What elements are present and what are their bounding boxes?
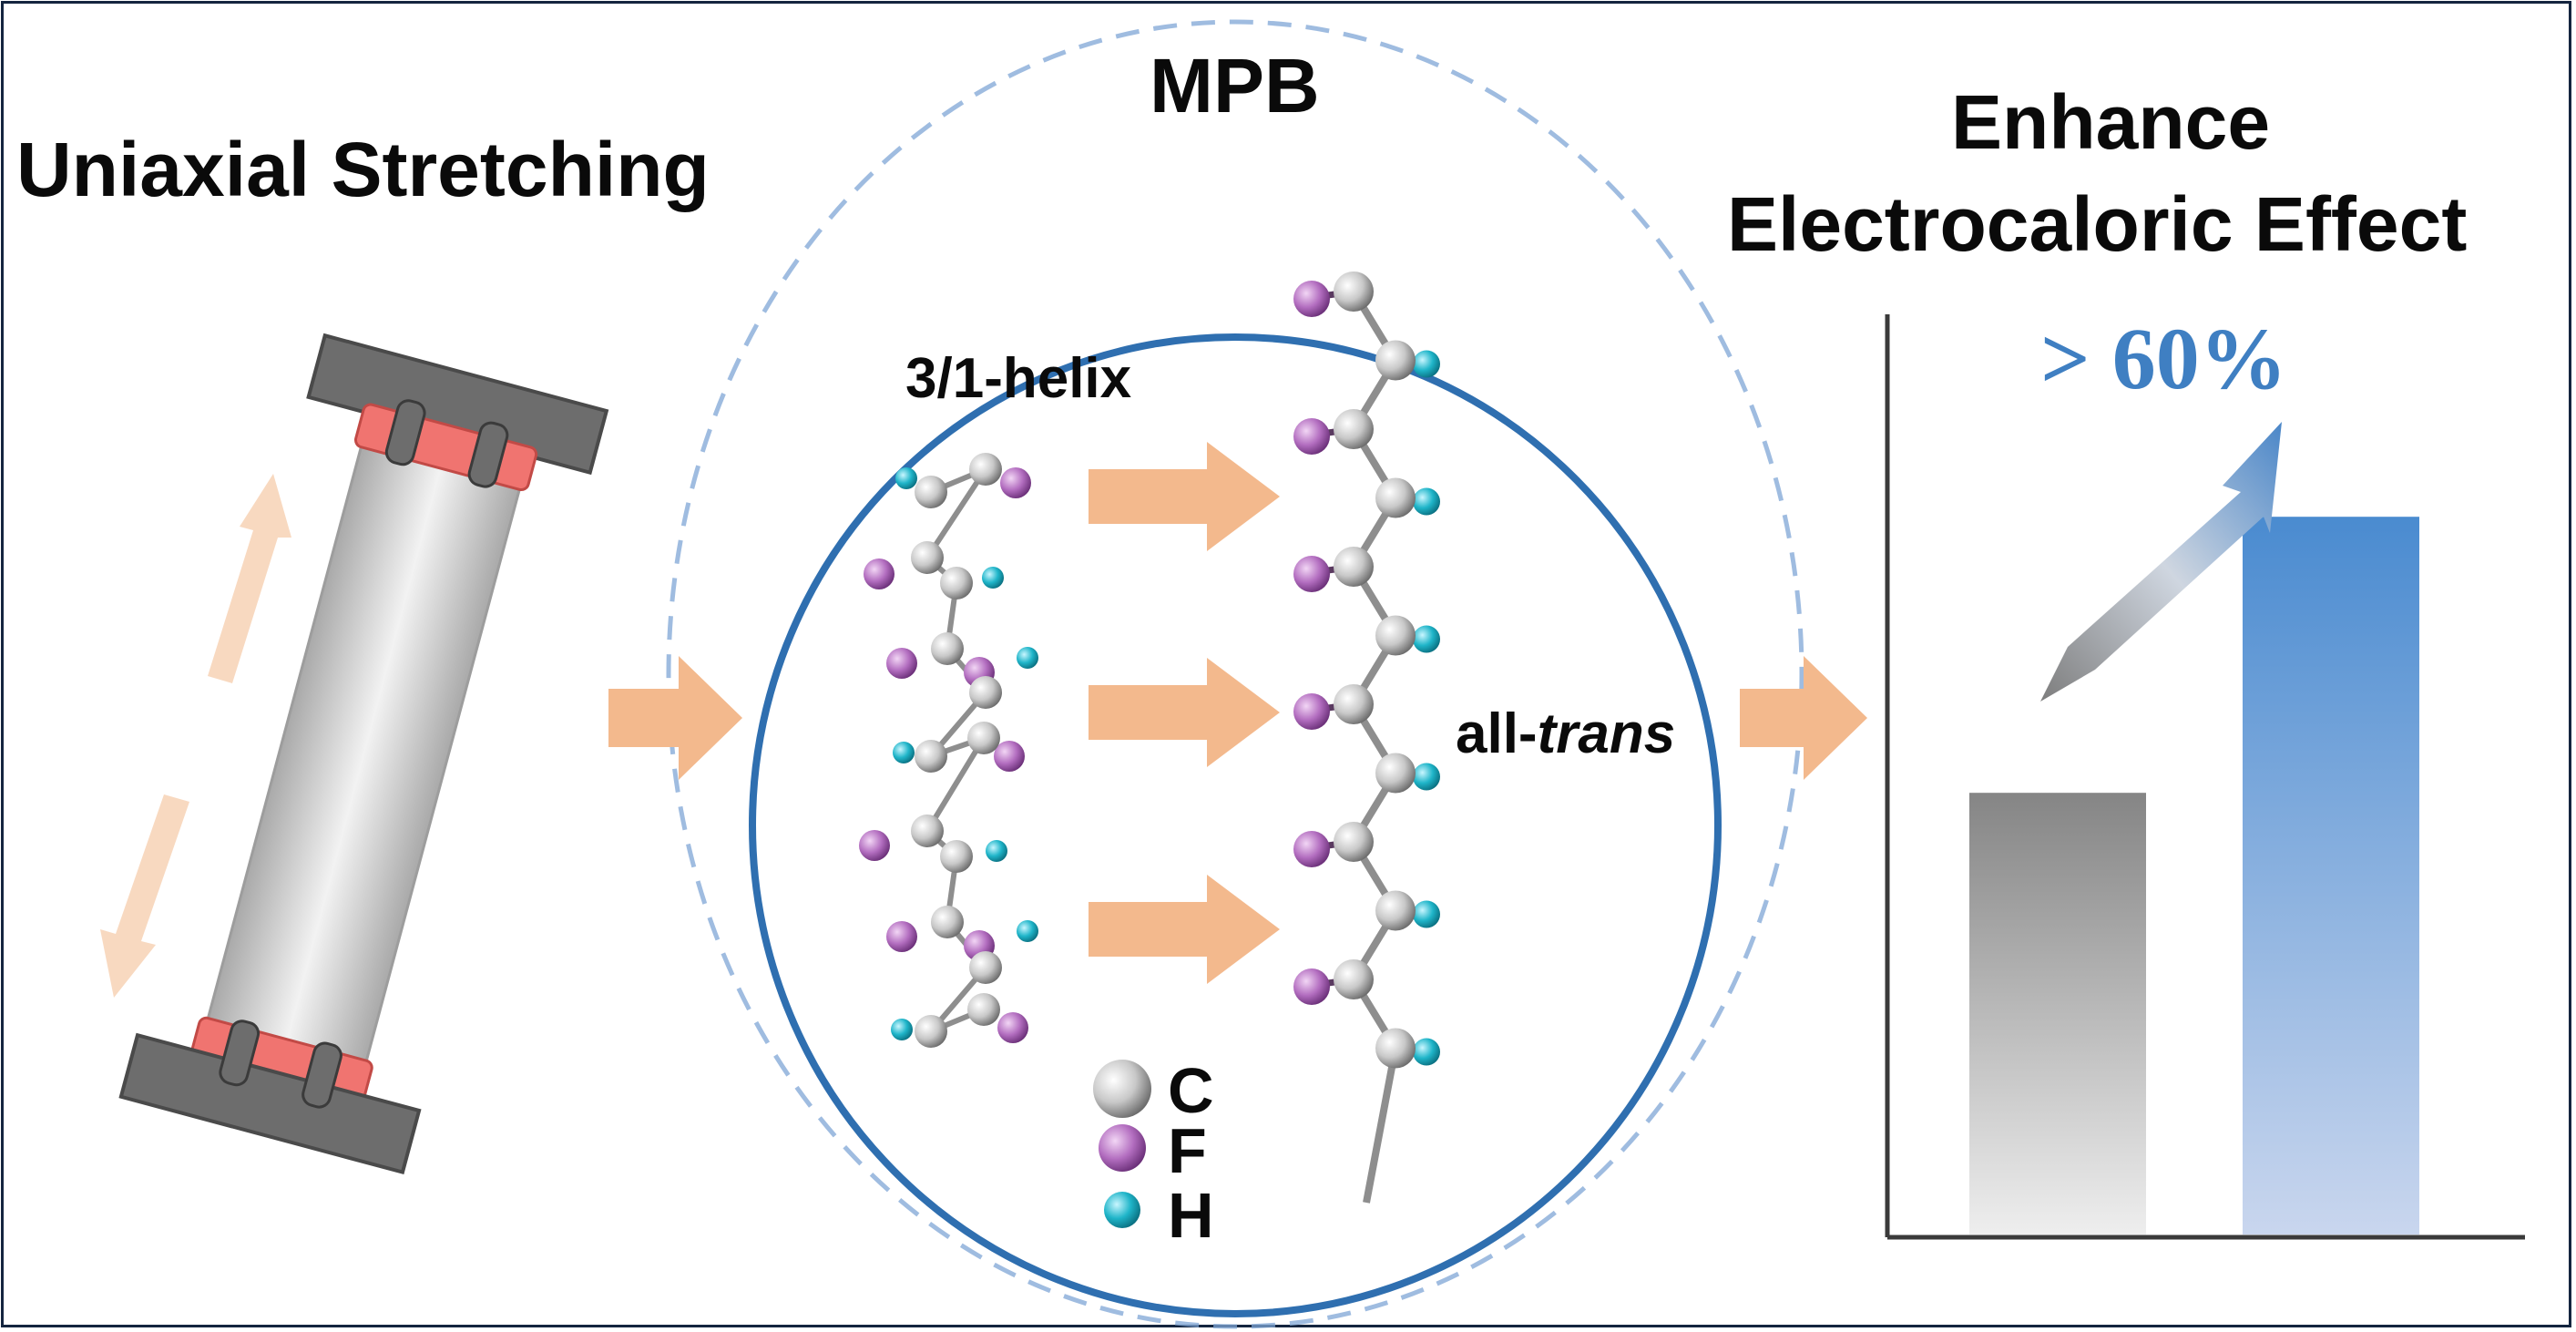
legend-label-hydrogen: H: [1168, 1180, 1214, 1251]
fluorine-atom: [1000, 467, 1031, 498]
legend-hydrogen-sphere: [1104, 1192, 1140, 1228]
hydrogen-atom: [895, 467, 917, 489]
conversion-arrow: [1089, 875, 1280, 984]
hydrogen-atom: [1413, 350, 1440, 378]
carbon-atom: [1375, 890, 1416, 931]
hydrogen-atom: [986, 840, 1007, 862]
top-clamp-screw: [384, 399, 426, 466]
carbon-atom: [1334, 547, 1374, 587]
hydrogen-atom: [891, 1019, 913, 1040]
hydrogen-atom: [893, 742, 915, 763]
carbon-atom: [1375, 477, 1416, 518]
carbon-atom: [915, 476, 947, 508]
hydrogen-atom: [982, 567, 1004, 589]
stretch-arrow-up: [208, 474, 291, 683]
fluorine-atom: [1293, 281, 1330, 317]
carbon-atom: [967, 993, 1000, 1026]
carbon-atom: [969, 453, 1002, 486]
hydrogen-atom: [1413, 763, 1440, 791]
electrocaloric-title: Electrocaloric Effect: [1727, 181, 2468, 267]
legend-fluorine-sphere: [1099, 1124, 1146, 1172]
fluorine-atom: [1293, 693, 1330, 730]
input-arrow: [608, 656, 742, 780]
hydrogen-atom: [1413, 625, 1440, 653]
carbon-atom: [1375, 615, 1416, 656]
hydrogen-atom: [1017, 647, 1038, 669]
carbon-atom: [931, 906, 964, 938]
conversion-arrow: [1089, 658, 1280, 767]
bar-after: [2243, 517, 2419, 1235]
all-trans-prefix: all-: [1456, 702, 1538, 765]
fluorine-atom: [1293, 556, 1330, 592]
bottom-clamp: [118, 1032, 422, 1175]
carbon-atom: [931, 632, 964, 665]
fluorine-atom: [886, 921, 917, 952]
fluorine-atom: [1293, 418, 1330, 455]
all-trans-italic: trans: [1537, 702, 1676, 765]
carbon-atom: [911, 815, 944, 847]
increase-arrow: [2040, 422, 2282, 702]
legend-label-carbon: C: [1168, 1055, 1214, 1126]
carbon-atom: [1375, 1028, 1416, 1069]
enhance-title: Enhance: [1951, 79, 2271, 165]
all-trans-label: all-trans: [1456, 702, 1675, 766]
fluorine-atom: [1293, 968, 1330, 1005]
all-trans-chain-model: [1293, 272, 1440, 1204]
mpb-dashed-boundary: [666, 19, 1804, 1329]
carbon-atom: [1334, 822, 1374, 862]
carbon-atom: [911, 541, 944, 574]
fluorine-atom: [994, 741, 1025, 772]
hydrogen-atom: [1413, 487, 1440, 516]
stretching-title: Uniaxial Stretching: [16, 127, 710, 212]
bottom-clamp-screw: [302, 1041, 342, 1109]
fluorine-atom: [859, 830, 890, 861]
carbon-atom: [1334, 272, 1374, 312]
carbon-atom: [1334, 409, 1374, 449]
carbon-atom: [969, 676, 1002, 709]
fluorine-atom: [864, 558, 894, 589]
helix-label: 3/1-helix: [905, 347, 1132, 410]
carbon-atom: [1375, 340, 1416, 381]
fluorine-atom: [1293, 831, 1330, 867]
ece-bar-chart: [1885, 314, 2525, 1240]
hydrogen-atom: [1413, 900, 1440, 928]
carbon-atom: [1334, 959, 1374, 999]
hydrogen-atom: [1017, 920, 1038, 942]
top-clamp-screw: [467, 421, 509, 488]
legend-carbon-sphere: [1093, 1060, 1151, 1118]
output-arrow: [1740, 656, 1867, 780]
hydrogen-atom: [1413, 1038, 1440, 1066]
stretch-arrow-down: [100, 794, 189, 998]
fluorine-atom: [997, 1012, 1028, 1043]
carbon-atom: [940, 567, 973, 599]
stretched-film-illustration: [100, 333, 609, 1175]
conversion-arrow: [1089, 442, 1280, 551]
carbon-atom: [915, 1015, 947, 1048]
mpb-title: MPB: [1150, 43, 1320, 128]
legend-label-fluorine: F: [1168, 1115, 1207, 1186]
carbon-atom: [1334, 684, 1374, 724]
carbon-atom: [1375, 753, 1416, 794]
fluorine-atom: [886, 648, 917, 679]
carbon-atom: [915, 740, 947, 773]
carbon-atom: [967, 722, 1000, 754]
bottom-clamp-screw: [219, 1019, 261, 1087]
increase-percent-label: > 60%: [2040, 310, 2287, 407]
mpb-circle: [749, 333, 1722, 1317]
bar-before: [1969, 793, 2146, 1235]
carbon-atom: [969, 951, 1002, 984]
film-group: [118, 333, 609, 1175]
helix-chain-model: [859, 453, 1038, 1048]
carbon-atom: [940, 840, 973, 873]
